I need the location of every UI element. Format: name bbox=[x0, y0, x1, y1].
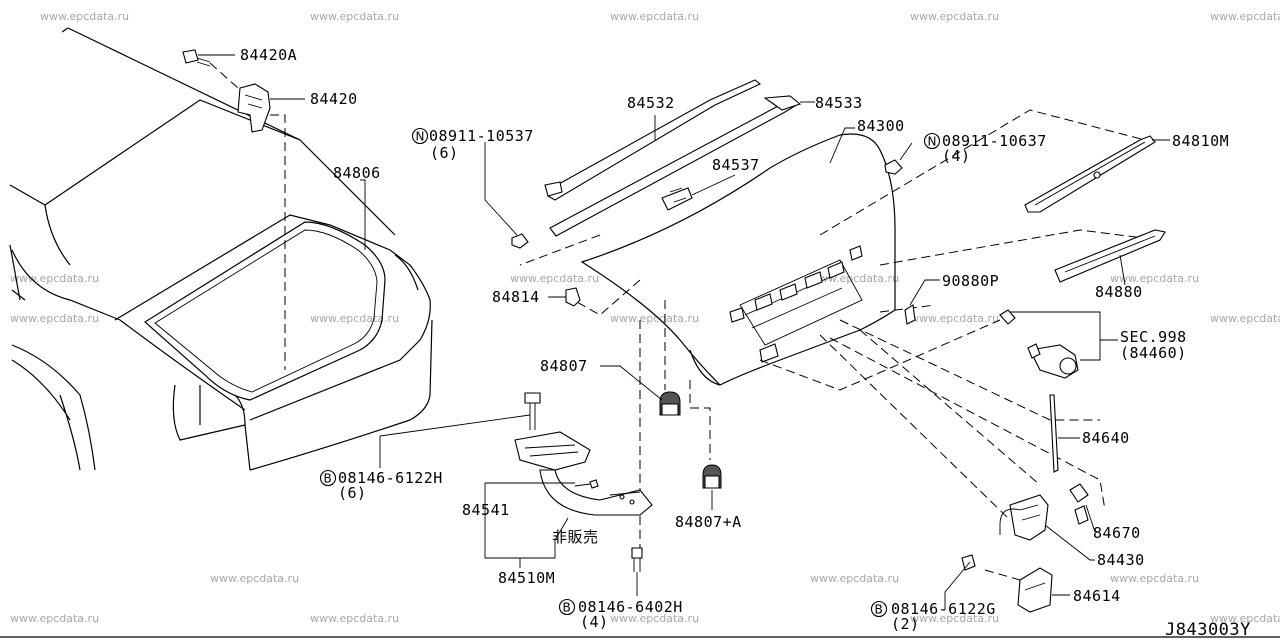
watermark: www.epcdata.ru bbox=[1110, 572, 1199, 585]
finisher-84810M bbox=[1024, 135, 1170, 213]
key-cylinder-sec998 bbox=[999, 309, 1118, 379]
watermark: www.epcdata.ru bbox=[210, 572, 299, 585]
n-symbol-icon bbox=[411, 127, 429, 145]
watermark: www.epcdata.ru bbox=[40, 10, 129, 23]
hinge-bolt-84420A bbox=[182, 49, 239, 89]
label-part-90880P bbox=[904, 279, 940, 325]
watermark: www.epcdata.ru bbox=[510, 272, 599, 285]
watermark: www.epcdata.ru bbox=[610, 612, 699, 625]
b-symbol: B bbox=[563, 601, 571, 615]
trunk-hinge-84420 bbox=[237, 83, 286, 370]
b-symbol-icon bbox=[558, 598, 576, 616]
bumper-rubber-84807A bbox=[702, 464, 722, 510]
car-body-illustration bbox=[9, 27, 433, 471]
trunk-lid-84300 bbox=[519, 109, 1161, 560]
watermark: www.epcdata.ru bbox=[910, 612, 999, 625]
watermark: www.epcdata.ru bbox=[610, 312, 699, 325]
trunk-lid-hinge-84510M bbox=[484, 431, 653, 568]
footer: J843003Y bbox=[0, 620, 1280, 640]
fastener-code-n1: 08911-10537 bbox=[429, 127, 534, 145]
watermark: www.epcdata.ru bbox=[1210, 612, 1280, 625]
label-84640: 84640 bbox=[1082, 429, 1130, 447]
b-symbol-icon bbox=[319, 469, 337, 487]
bolt-08146-6122H bbox=[379, 392, 541, 468]
label-sec998-sub: (84460) bbox=[1120, 344, 1187, 362]
label-84533: 84533 bbox=[815, 94, 863, 112]
watermark: www.epcdata.ru bbox=[1110, 272, 1199, 285]
watermark: www.epcdata.ru bbox=[310, 312, 399, 325]
label-84510M: 84510M bbox=[498, 569, 555, 587]
n-symbol: N bbox=[928, 135, 937, 149]
fastener-code-b3: 08146-6122G bbox=[891, 600, 996, 618]
fastener-qty-b1: (6) bbox=[338, 484, 367, 502]
label-sec998: SEC.998 bbox=[1120, 328, 1187, 346]
finisher-84880 bbox=[1054, 229, 1166, 286]
fastener-qty-n1: (6) bbox=[430, 144, 459, 162]
watermark: www.epcdata.ru bbox=[910, 312, 999, 325]
label-84300: 84300 bbox=[857, 117, 905, 135]
fastener-callouts: N 08911-10537 (6) N 08911-10637 (4) B 08… bbox=[319, 127, 1047, 633]
label-84541: 84541 bbox=[462, 501, 510, 519]
bolt-08146-6402H bbox=[631, 547, 643, 596]
watermark: www.epcdata.ru bbox=[810, 272, 899, 285]
label-84532: 84532 bbox=[627, 94, 675, 112]
torsion-bar-84532 bbox=[544, 79, 762, 201]
watermark: www.epcdata.ru bbox=[1210, 10, 1280, 23]
bolt-08146-6122G bbox=[944, 554, 976, 610]
fastener-qty-n2: (4) bbox=[942, 147, 971, 165]
watermark: www.epcdata.ru bbox=[10, 272, 99, 285]
n-symbol: N bbox=[416, 130, 425, 144]
nut-08911-10637 bbox=[884, 142, 913, 175]
label-84420: 84420 bbox=[310, 90, 358, 108]
watermark: www.epcdata.ru bbox=[10, 612, 99, 625]
watermark: www.epcdata.ru bbox=[1210, 312, 1280, 325]
watermark: www.epcdata.ru bbox=[310, 10, 399, 23]
watermarks: www.epcdata.ru www.epcdata.ru www.epcdat… bbox=[10, 10, 1280, 625]
label-84807: 84807 bbox=[540, 357, 588, 375]
label-84806: 84806 bbox=[333, 164, 381, 182]
label-84537: 84537 bbox=[712, 156, 760, 174]
watermark: www.epcdata.ru bbox=[310, 612, 399, 625]
watermark: www.epcdata.ru bbox=[810, 572, 899, 585]
b-symbol: B bbox=[875, 603, 883, 617]
lock-cable-84670 bbox=[1069, 483, 1096, 533]
watermark: www.epcdata.ru bbox=[610, 10, 699, 23]
b-symbol: B bbox=[324, 472, 332, 486]
label-84880: 84880 bbox=[1095, 283, 1143, 301]
b-symbol-icon bbox=[870, 600, 888, 618]
watermark: www.epcdata.ru bbox=[10, 312, 99, 325]
label-84814: 84814 bbox=[492, 288, 540, 306]
label-84430: 84430 bbox=[1097, 551, 1145, 569]
part-labels: 84420A 84420 84806 84532 84533 84537 843… bbox=[240, 46, 1229, 605]
label-not-for-sale: 非販売 bbox=[552, 528, 599, 546]
diagram-code: J843003Y bbox=[1165, 620, 1251, 640]
striker-84614 bbox=[984, 567, 1070, 613]
torsion-bar-84533 bbox=[549, 95, 802, 237]
rod-84640 bbox=[1049, 394, 1080, 473]
bumper-84814 bbox=[548, 287, 581, 307]
fastener-qty-b3: (2) bbox=[891, 615, 920, 633]
watermark: www.epcdata.ru bbox=[910, 10, 999, 23]
label-84807A: 84807+A bbox=[675, 513, 742, 531]
label-84614: 84614 bbox=[1073, 587, 1121, 605]
fastener-code-b2: 08146-6402H bbox=[578, 598, 683, 616]
fastener-code-n2: 08911-10637 bbox=[942, 132, 1047, 150]
bumper-rubber-84807 bbox=[600, 365, 681, 416]
label-84420A: 84420A bbox=[240, 46, 297, 64]
torsion-bar-holder-84537 bbox=[661, 187, 693, 211]
fastener-code-b1: 08146-6122H bbox=[338, 469, 443, 487]
nut-08911-10537 bbox=[484, 142, 529, 249]
trunk-lid-lock-84430 bbox=[999, 494, 1095, 561]
fastener-qty-b2: (4) bbox=[580, 613, 609, 631]
n-symbol-icon bbox=[923, 132, 941, 150]
label-84810M: 84810M bbox=[1172, 132, 1229, 150]
label-90880P: 90880P bbox=[942, 272, 999, 290]
label-84670: 84670 bbox=[1093, 524, 1141, 542]
